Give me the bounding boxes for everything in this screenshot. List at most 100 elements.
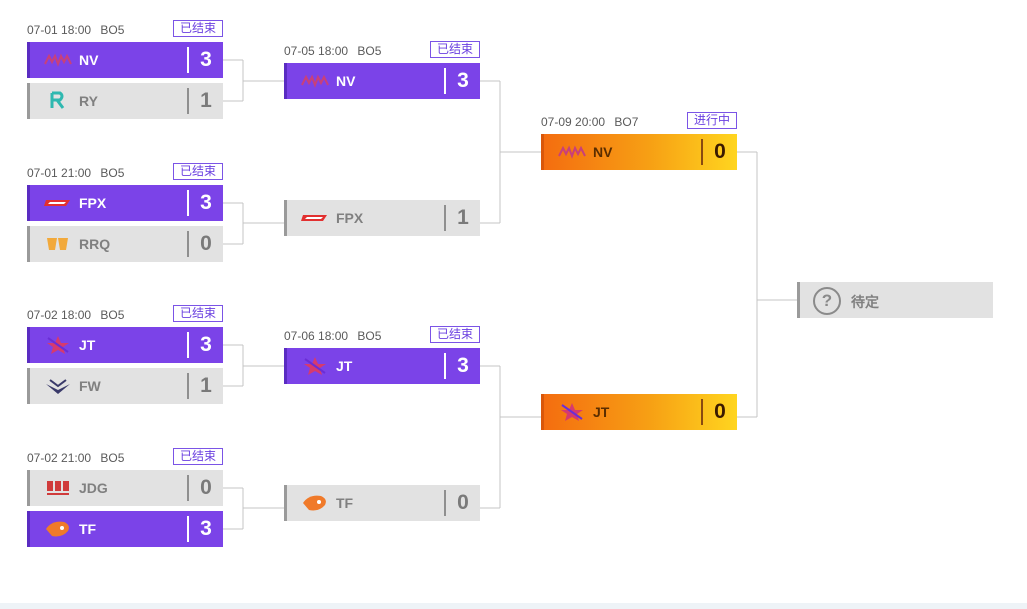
- team-score: 0: [200, 232, 212, 255]
- team-name: JT: [593, 404, 610, 420]
- team-row[interactable]: FW 1: [27, 368, 223, 404]
- match-status-badge[interactable]: 已结束: [172, 20, 223, 37]
- match-status-badge[interactable]: 进行中: [686, 112, 737, 129]
- team-score: 1: [200, 89, 212, 112]
- match-status-badge[interactable]: 已结束: [172, 163, 223, 180]
- match-datetime: 07-01 18:00: [27, 23, 92, 37]
- match-format: BO5: [357, 44, 382, 58]
- team-score: 3: [200, 191, 212, 214]
- score-divider: [701, 139, 703, 165]
- team-row[interactable]: NV 3: [284, 63, 480, 99]
- team-score: 1: [457, 206, 469, 229]
- team-score: 0: [714, 400, 726, 423]
- match-format: BO5: [100, 166, 125, 180]
- match-datetime: 07-01 21:00: [27, 166, 92, 180]
- score-divider: [444, 68, 446, 94]
- match-status-badge[interactable]: 已结束: [172, 305, 223, 322]
- score-divider: [187, 47, 189, 73]
- tf-logo-icon: [301, 493, 329, 513]
- final-slot-label: 待定: [851, 294, 879, 310]
- team-row[interactable]: JT 3: [284, 348, 480, 384]
- match-header: 07-06 18:00 BO5 已结束: [284, 326, 480, 348]
- team-row[interactable]: JT 3: [27, 327, 223, 363]
- team-name: JDG: [79, 480, 108, 496]
- score-divider: [444, 490, 446, 516]
- score-divider: [444, 353, 446, 379]
- match-format: BO5: [100, 451, 125, 465]
- nv-logo-icon: [44, 50, 72, 70]
- team-row[interactable]: JT 0: [541, 394, 737, 430]
- jt-logo-icon: [301, 356, 329, 376]
- team-name: NV: [79, 52, 99, 68]
- match-datetime: 07-06 18:00: [284, 329, 349, 343]
- fpx-logo-icon: [301, 208, 329, 228]
- score-divider: [187, 231, 189, 257]
- score-divider: [187, 475, 189, 501]
- match-status-badge[interactable]: 已结束: [429, 41, 480, 58]
- match-status-badge[interactable]: 已结束: [429, 326, 480, 343]
- match-header: 07-05 18:00 BO5 已结束: [284, 41, 480, 63]
- team-name: RRQ: [79, 236, 111, 252]
- team-score: 1: [200, 374, 212, 397]
- team-name: NV: [336, 73, 356, 89]
- match-datetime: 07-09 20:00: [541, 115, 606, 129]
- score-divider: [187, 332, 189, 358]
- match-datetime: 07-05 18:00: [284, 44, 349, 58]
- jt-logo-icon: [558, 402, 586, 422]
- score-divider: [187, 190, 189, 216]
- match-time: 07-02 18:00 BO5: [27, 308, 124, 322]
- score-divider: [187, 373, 189, 399]
- match-status-badge[interactable]: 已结束: [172, 448, 223, 465]
- match-time: 07-01 18:00 BO5: [27, 23, 124, 37]
- team-name: FPX: [79, 195, 107, 211]
- match-header: 07-01 18:00 BO5 已结束: [27, 20, 223, 42]
- tf-logo-icon: [44, 519, 72, 539]
- match-datetime: 07-02 21:00: [27, 451, 92, 465]
- fpx-logo-icon: [44, 193, 72, 213]
- nv-logo-icon: [558, 142, 586, 162]
- team-name: JT: [79, 337, 96, 353]
- team-score: 0: [714, 140, 726, 163]
- team-row[interactable]: FPX 3: [27, 185, 223, 221]
- team-name: JT: [336, 358, 353, 374]
- match-format: BO5: [100, 308, 125, 322]
- match-header: 07-09 20:00 BO7 进行中: [541, 112, 737, 134]
- match-format: BO5: [100, 23, 125, 37]
- team-name: FW: [79, 378, 101, 394]
- final-slot[interactable]: ? 待定: [797, 282, 993, 318]
- match-time: 07-01 21:00 BO5: [27, 166, 124, 180]
- match-time: 07-02 21:00 BO5: [27, 451, 124, 465]
- question-circle-icon: ?: [813, 287, 841, 315]
- team-score: 3: [200, 333, 212, 356]
- team-row[interactable]: NV 0: [541, 134, 737, 170]
- match-time: 07-06 18:00 BO5: [284, 329, 381, 343]
- nv-logo-icon: [301, 71, 329, 91]
- score-divider: [187, 88, 189, 114]
- jdg-logo-icon: [44, 478, 72, 498]
- team-score: 3: [457, 69, 469, 92]
- match-time: 07-09 20:00 BO7: [541, 115, 638, 129]
- score-divider: [444, 205, 446, 231]
- team-score: 0: [457, 491, 469, 514]
- score-divider: [701, 399, 703, 425]
- team-score: 3: [457, 354, 469, 377]
- team-name: NV: [593, 144, 613, 160]
- ry-logo-icon: [44, 91, 72, 111]
- match-header: 07-02 21:00 BO5 已结束: [27, 448, 223, 470]
- team-row[interactable]: RRQ 0: [27, 226, 223, 262]
- team-score: 3: [200, 48, 212, 71]
- match-header: 07-01 21:00 BO5 已结束: [27, 163, 223, 185]
- team-row[interactable]: NV 3: [27, 42, 223, 78]
